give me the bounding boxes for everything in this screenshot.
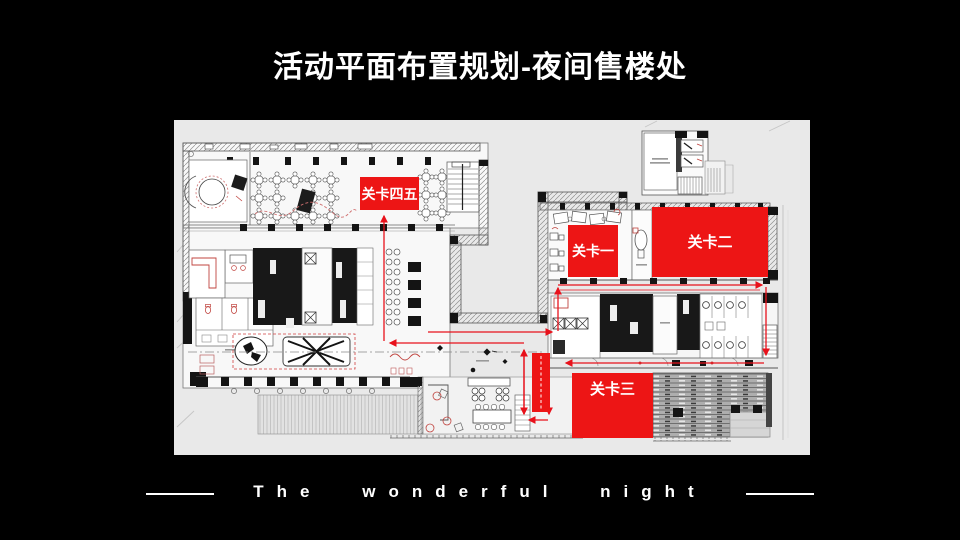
checkpoint-45-marker: 关卡四五 <box>360 177 419 210</box>
wood-deck <box>652 372 772 442</box>
checkpoint-3-label: 关卡三 <box>589 381 635 398</box>
elevator-core-left <box>253 247 357 328</box>
checkpoint-2-marker: 关卡二 <box>652 207 768 277</box>
right-building <box>539 202 789 440</box>
checkpoint-1-label: 关卡一 <box>572 243 614 259</box>
checkpoint-3-marker: 关卡三 <box>572 373 653 438</box>
route-arrows <box>380 214 770 424</box>
model-display-area <box>232 333 356 370</box>
slide-footer: The wonderful night <box>253 482 707 501</box>
checkpoint-45-label: 关卡四五 <box>361 185 418 202</box>
left-building <box>182 142 545 435</box>
slide-title: 活动平面布置规划-夜间售楼处 <box>273 51 687 84</box>
outdoor-dining <box>389 345 584 439</box>
footer-line-left <box>146 493 214 495</box>
checkpoint-1-marker: 关卡一 <box>568 225 618 277</box>
equipment-block <box>641 130 734 196</box>
floor-plan-drawing <box>174 120 810 455</box>
stairwell <box>446 161 480 213</box>
footer-line-right <box>746 493 814 495</box>
checkpoint-2-label: 关卡二 <box>687 233 733 251</box>
red-stand <box>532 353 550 412</box>
floor-plan: 关卡四五 关卡一 关卡二 关卡三 <box>174 120 810 455</box>
